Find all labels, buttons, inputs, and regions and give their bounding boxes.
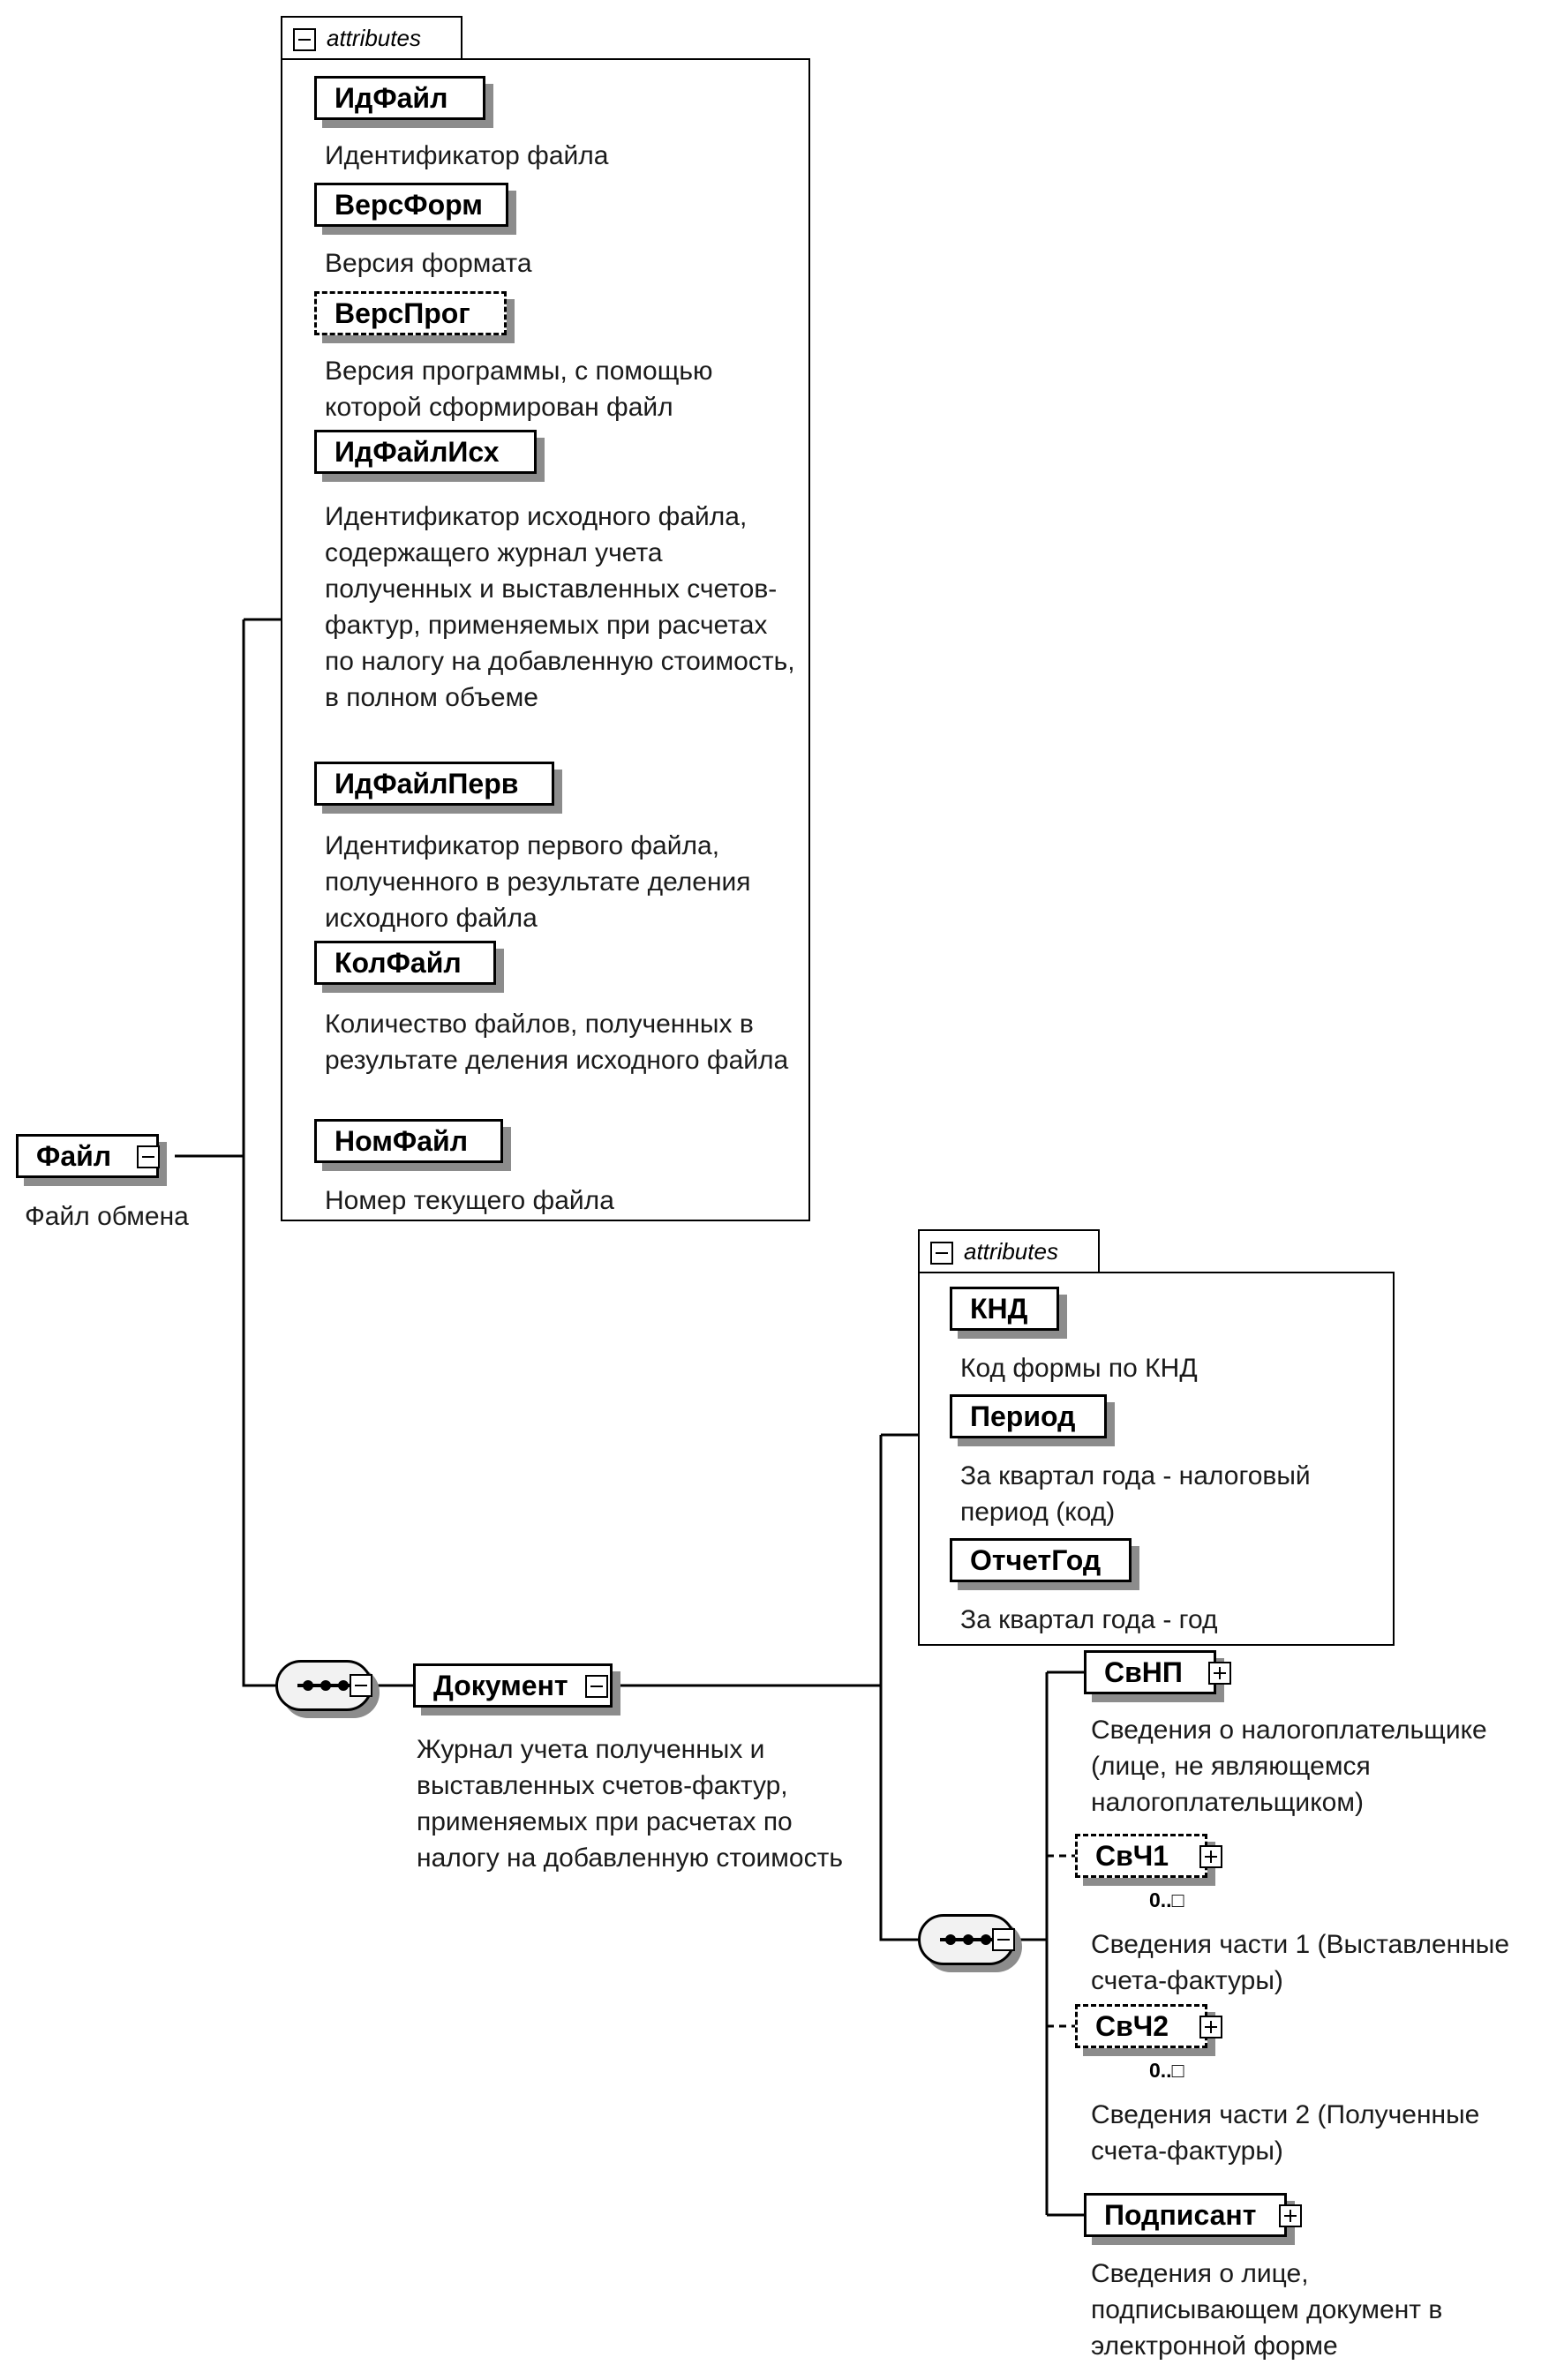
attribute-node-period[interactable]: Период bbox=[950, 1394, 1107, 1438]
collapse-icon[interactable] bbox=[293, 28, 316, 51]
attributes-header: attributes bbox=[327, 25, 421, 51]
collapse-icon[interactable] bbox=[992, 1928, 1015, 1951]
attributes-header: attributes bbox=[964, 1238, 1058, 1265]
attribute-node-nomfajl[interactable]: НомФайл bbox=[314, 1119, 503, 1163]
document-element-node[interactable]: Документ bbox=[413, 1663, 613, 1708]
child-element-name: Подписант bbox=[1104, 2199, 1257, 2231]
expand-icon[interactable] bbox=[1199, 1845, 1222, 1868]
attributes-tab[interactable]: attributes bbox=[918, 1229, 1100, 1273]
attribute-name: Период bbox=[970, 1400, 1076, 1432]
attribute-description: Идентификатор первого файла, полученного… bbox=[325, 831, 751, 933]
cardinality-label: 0..□ bbox=[1149, 1888, 1184, 1911]
collapse-icon[interactable] bbox=[350, 1674, 372, 1697]
collapse-icon[interactable] bbox=[585, 1675, 608, 1698]
attribute-name: ИдФайлИсх bbox=[335, 436, 500, 468]
child-element-description: Сведения части 2 (Полученные счета-факту… bbox=[1091, 2100, 1480, 2166]
attribute-node-knd[interactable]: КНД bbox=[950, 1287, 1059, 1331]
child-element-svch1[interactable]: СвЧ1 bbox=[1075, 1834, 1222, 1878]
expand-icon[interactable] bbox=[1208, 1662, 1231, 1685]
attribute-node-idfajl[interactable]: ИдФайл bbox=[314, 76, 485, 120]
attributes-group bbox=[918, 1272, 1395, 1646]
attribute-name: НомФайл bbox=[335, 1125, 469, 1157]
document-element-name: Документ bbox=[433, 1670, 568, 1701]
child-element-description: Сведения части 1 (Выставленные счета-фак… bbox=[1091, 1930, 1510, 1995]
collapse-icon[interactable] bbox=[137, 1145, 160, 1168]
attribute-node-kolfajl[interactable]: КолФайл bbox=[314, 941, 496, 985]
attribute-name: ИдФайл bbox=[335, 82, 448, 114]
root-element-node[interactable]: Файл bbox=[16, 1134, 160, 1178]
child-element-description: Сведения о лице, подписывающем документ … bbox=[1091, 2259, 1443, 2361]
attribute-description: Номер текущего файла bbox=[325, 1186, 614, 1215]
attributes-group bbox=[281, 58, 810, 1221]
attribute-node-idfajlisx[interactable]: ИдФайлИсх bbox=[314, 430, 537, 474]
attribute-description: Количество файлов, полученных в результа… bbox=[325, 1010, 789, 1075]
collapse-icon[interactable] bbox=[930, 1242, 953, 1265]
child-element-name: СвНП bbox=[1104, 1656, 1183, 1688]
attribute-name: ИдФайлПерв bbox=[335, 768, 519, 800]
child-element-svnp[interactable]: СвНП bbox=[1084, 1650, 1231, 1694]
attribute-description: За квартал года - год bbox=[960, 1605, 1218, 1634]
cardinality-label: 0..□ bbox=[1149, 2059, 1184, 2082]
attribute-name: КолФайл bbox=[335, 947, 462, 979]
expand-icon[interactable] bbox=[1279, 2204, 1302, 2227]
attribute-description: Идентификатор файла bbox=[325, 141, 609, 170]
attribute-description: Идентификатор исходного файла, содержаще… bbox=[325, 502, 795, 712]
attribute-node-versform[interactable]: ВерсФорм bbox=[314, 183, 508, 227]
attribute-description: Версия программы, с помощью которой сфор… bbox=[325, 357, 713, 422]
child-element-name: СвЧ1 bbox=[1095, 1840, 1169, 1872]
child-element-svch2[interactable]: СвЧ2 bbox=[1075, 2004, 1222, 2048]
document-element-description: Журнал учета полученных и выставленных с… bbox=[417, 1735, 843, 1873]
attribute-description: За квартал года - налоговый период (код) bbox=[960, 1461, 1311, 1527]
attribute-node-idfajlperv[interactable]: ИдФайлПерв bbox=[314, 762, 554, 806]
attribute-name: ВерсПрог bbox=[335, 297, 470, 329]
attribute-name: ВерсФорм bbox=[335, 189, 483, 221]
attribute-name: КНД bbox=[970, 1293, 1028, 1325]
attribute-description: Версия формата bbox=[325, 249, 532, 278]
child-element-description: Сведения о налогоплательщике (лице, не я… bbox=[1091, 1716, 1487, 1817]
attributes-tab[interactable]: attributes bbox=[281, 16, 462, 60]
expand-icon[interactable] bbox=[1199, 2016, 1222, 2038]
child-element-podpisant[interactable]: Подписант bbox=[1084, 2193, 1302, 2237]
root-element-description: Файл обмена bbox=[25, 1202, 189, 1231]
root-element-name: Файл bbox=[36, 1140, 112, 1172]
attribute-node-otchetgod[interactable]: ОтчетГод bbox=[950, 1538, 1132, 1582]
attribute-description: Код формы по КНД bbox=[960, 1354, 1198, 1383]
attribute-node-versprog[interactable]: ВерсПрог bbox=[314, 291, 507, 335]
attribute-name: ОтчетГод bbox=[970, 1544, 1102, 1576]
child-element-name: СвЧ2 bbox=[1095, 2010, 1169, 2042]
